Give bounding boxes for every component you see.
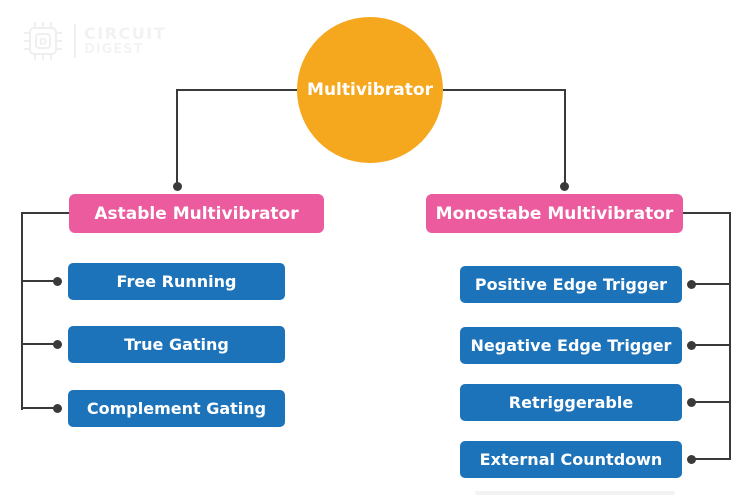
faint-shadow-strip — [475, 491, 675, 495]
root-node-multivibrator: Multivibrator — [297, 17, 443, 163]
connector-dot-left-category — [173, 182, 182, 191]
microchip-icon: D — [24, 22, 62, 60]
leaf-box-free-running: Free Running — [68, 263, 285, 300]
right-branch-dot-1 — [687, 280, 696, 289]
leaf-box-retriggerable: Retriggerable — [460, 384, 682, 421]
leaf-box-positive-edge-trigger: Positive Edge Trigger — [460, 266, 682, 303]
leaf-label-true-gating: True Gating — [124, 335, 229, 354]
logo-text-line1: CIRCUIT — [84, 23, 167, 43]
right-spine-vertical — [729, 212, 731, 460]
right-branch-dot-3 — [687, 398, 696, 407]
left-branch-dot-2 — [53, 340, 62, 349]
leaf-label-complement-gating: Complement Gating — [86, 399, 267, 418]
brand-logo: D CIRCUIT DIGEST — [20, 18, 166, 64]
leaf-label-external-countdown: External Countdown — [479, 450, 663, 469]
left-branch-dot-1 — [53, 277, 62, 286]
left-branch-line-1 — [22, 280, 58, 282]
right-branch-line-2 — [695, 344, 731, 346]
left-branch-dot-3 — [53, 404, 62, 413]
connector-root-left-horizontal — [177, 89, 298, 91]
right-branch-line-4 — [695, 458, 731, 460]
category-box-astable: Astable Multivibrator — [69, 194, 324, 233]
root-node-label: Multivibrator — [307, 80, 433, 100]
category-box-monostable: Monostabe Multivibrator — [426, 194, 683, 233]
category-label-monostable: Monostabe Multivibrator — [435, 203, 674, 224]
left-branch-line-2 — [22, 343, 58, 345]
leaf-label-free-running: Free Running — [116, 272, 237, 291]
leaf-label-negative-edge-trigger: Negative Edge Trigger — [470, 336, 672, 355]
leaf-box-true-gating: True Gating — [68, 326, 285, 363]
svg-text:D: D — [39, 37, 47, 48]
connector-root-right-horizontal — [441, 89, 566, 91]
leaf-box-negative-edge-trigger: Negative Edge Trigger — [460, 327, 682, 364]
left-branch-line-3 — [22, 407, 58, 409]
leaf-box-complement-gating: Complement Gating — [68, 390, 285, 427]
logo-text-line2: DIGEST — [84, 41, 144, 57]
category-label-astable: Astable Multivibrator — [94, 203, 299, 224]
leaf-box-external-countdown: External Countdown — [460, 441, 682, 478]
logo-divider — [74, 24, 76, 58]
left-spine-vertical — [21, 212, 23, 410]
right-branch-dot-2 — [687, 341, 696, 350]
right-branch-line-1 — [695, 283, 731, 285]
leaf-label-retriggerable: Retriggerable — [508, 393, 634, 412]
connector-root-left-vertical — [176, 89, 178, 185]
leaf-label-positive-edge-trigger: Positive Edge Trigger — [474, 275, 668, 294]
right-branch-dot-4 — [687, 455, 696, 464]
right-spine-top-horizontal — [683, 212, 731, 214]
left-spine-top-horizontal — [22, 212, 69, 214]
connector-root-right-vertical — [564, 89, 566, 185]
connector-dot-right-category — [560, 182, 569, 191]
right-branch-line-3 — [695, 401, 731, 403]
